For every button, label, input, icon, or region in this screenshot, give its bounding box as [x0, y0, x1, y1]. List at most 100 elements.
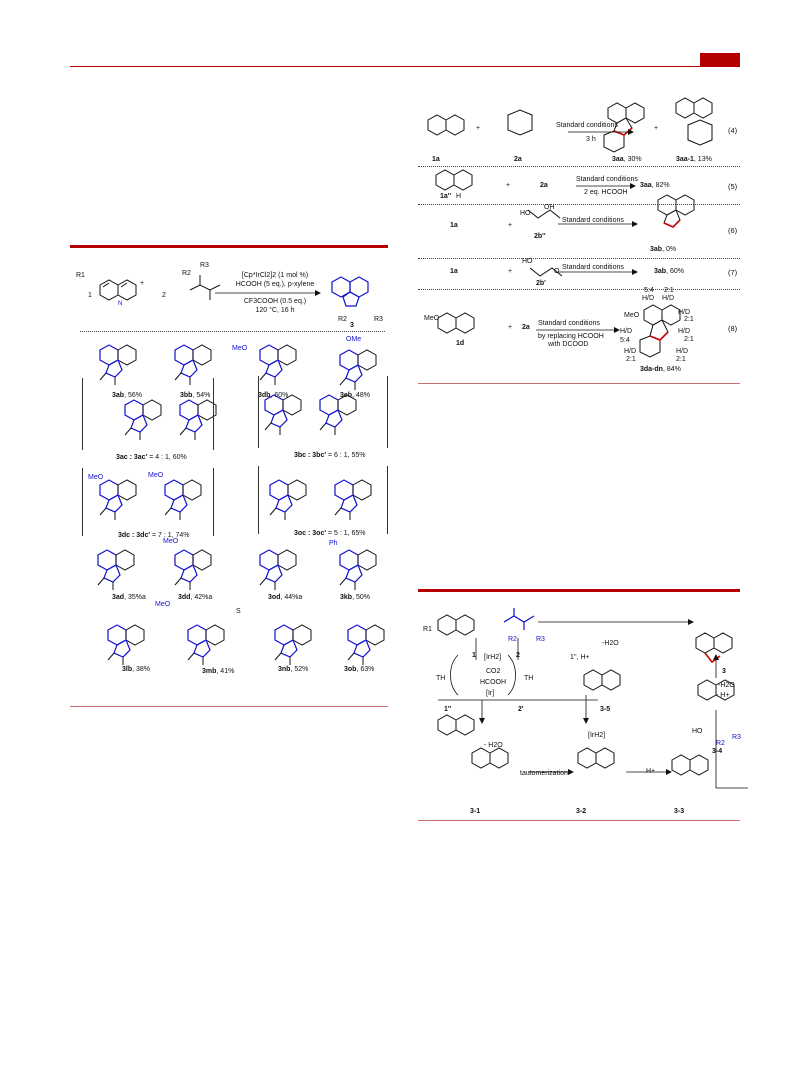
label-3ab: 3ab, 56% — [112, 392, 142, 399]
label-3ad: 3ad, 35%a — [112, 594, 146, 601]
eq5-conditions: Standard conditions — [576, 176, 638, 183]
label-3dc: 3dc : 3dc' = 7 : 1, 74% — [118, 532, 190, 539]
eq7-conditions: Standard conditions — [562, 264, 624, 271]
mech-3-1: 3-1 — [470, 808, 481, 815]
eq8-d-14: 2:1 — [676, 356, 686, 363]
meo-3db: MeO — [232, 345, 248, 352]
eq7-o: O — [554, 268, 560, 275]
eq7-1a: 1a — [450, 268, 458, 275]
mech-tautomerization: tautomerization — [520, 770, 568, 777]
eq4-1a: 1a — [432, 156, 440, 163]
mechanism-structures — [437, 608, 748, 789]
eq8-d-9: H/D — [678, 328, 691, 335]
left-scheme-bottom-rule — [70, 706, 388, 707]
eq4-number: (4) — [728, 126, 738, 135]
eq4-plus-2: + — [654, 125, 659, 132]
r1-label: R1 — [76, 272, 85, 279]
eq5-2a: 2a — [540, 182, 548, 189]
bracket-3ac — [82, 378, 214, 450]
eq4-product-2: 3aa-1, 13% — [676, 156, 712, 163]
eq5-divider — [418, 204, 740, 205]
eq4-conditions: Standard conditions — [556, 122, 618, 129]
label-3bc: 3bc : 3bc' = 6 : 1, 55% — [294, 452, 366, 459]
eq8-d-11: H/D — [624, 348, 637, 355]
bracket-3oc — [258, 466, 388, 534]
eq6-oh: OH — [544, 204, 555, 211]
mech-r2: R2 — [508, 636, 517, 643]
plus-sign: + — [140, 280, 145, 287]
eq8-cond-2: by replacing HCOOH — [538, 333, 604, 340]
meo-3dc-prime: MeO — [148, 472, 164, 479]
mech-2: 2 — [516, 652, 520, 659]
label-3mb: 3mb, 41% — [202, 668, 235, 675]
eq7-divider — [418, 289, 740, 290]
eq8-d-8: 5:4 — [620, 337, 630, 344]
eq8-2a: 2a — [522, 324, 530, 331]
header-tab — [700, 53, 740, 67]
right-equations-structures — [427, 97, 713, 358]
mech-3: 3 — [722, 668, 726, 675]
eq5-plus: + — [506, 182, 511, 189]
mech-1dp-h: 1'', H+ — [570, 654, 590, 661]
meo-3dc: MeO — [88, 474, 104, 481]
eq8-d-13: 2:1 — [626, 356, 636, 363]
label-3od: 3od, 44%a — [268, 594, 303, 601]
mech-h2o-2: - H2O — [484, 742, 503, 749]
product-r3-label: R3 — [374, 316, 383, 323]
eq8-d-10: 2:1 — [684, 336, 694, 343]
eq8-d-12: H/D — [676, 348, 689, 355]
eq8-d-2: 2:1 — [664, 287, 674, 294]
label-3nb: 3nb, 52% — [278, 666, 309, 673]
mech-2-prime: 2' — [518, 706, 524, 713]
mech-3-3: 3-3 — [674, 808, 685, 815]
mech-h-plus: H+ — [646, 768, 656, 775]
eq8-product: 3da-dn, 84% — [640, 366, 681, 373]
mech-co2: CO2 — [486, 668, 501, 675]
conditions-1: [Cp*IrCl2]2 (1 mol %) — [241, 272, 309, 279]
scheme-divider — [80, 331, 385, 332]
header-rule — [70, 66, 740, 67]
eq8-cond-1: Standard conditions — [538, 320, 600, 327]
eq8-meo-product: MeO — [624, 312, 640, 319]
eq4-plus: + — [476, 125, 481, 132]
reagent-1-label: 1 — [88, 292, 92, 299]
right-top-bottom-rule — [418, 383, 740, 384]
eq7-product: 3ab, 60% — [654, 268, 684, 275]
mech-3-5: 3-5 — [600, 706, 611, 713]
mech-r3: R3 — [536, 636, 545, 643]
eq8-1d: 1d — [456, 340, 465, 347]
eq5-number: (5) — [728, 182, 738, 191]
eq4-time: 3 h — [586, 136, 596, 143]
label-3ac: 3ac : 3ac' = 4 : 1, 60% — [116, 454, 187, 461]
label-3dd: 3dd, 42%a — [178, 594, 213, 601]
mech-h2o-3: -H2O — [718, 682, 735, 689]
mech-r1: R1 — [423, 626, 432, 633]
mech-th-2: TH — [524, 675, 534, 682]
mech-h-minus: - H+ — [716, 692, 730, 699]
ph-3kb: Ph — [329, 540, 338, 547]
mech-ho: HO — [692, 728, 703, 735]
eq4-product-1: 3aa, 30% — [612, 156, 642, 163]
eq4-divider — [418, 166, 740, 167]
product-r2-label: R2 — [338, 316, 347, 323]
product-3-label: 3 — [350, 322, 354, 329]
conditions-3: CF3COOH (0.5 eq.) — [243, 298, 307, 305]
label-3ob: 3ob, 63% — [344, 666, 375, 673]
eq8-meo: MeO — [424, 315, 440, 322]
eq5-nh: H — [456, 193, 462, 200]
eq8-d-7: H/D — [620, 328, 633, 335]
eq7-number: (7) — [728, 268, 738, 277]
eq8-d-6: 2:1 — [684, 316, 694, 323]
mech-th-1: TH — [436, 675, 446, 682]
eq8-d-4: H/D — [662, 295, 675, 302]
eq6-plus: + — [508, 222, 513, 229]
eq8-d-3: H/D — [642, 295, 655, 302]
mech-r2-b: R2 — [716, 740, 725, 747]
mech-irh2-2: [IrH2] — [588, 732, 606, 739]
eq6-ho: HO — [520, 210, 531, 217]
eq5-product: 3aa, 82% — [640, 182, 670, 189]
mech-r3-b: R3 — [732, 734, 741, 741]
eq5-hcooh: 2 eq. HCOOH — [584, 189, 628, 196]
eq6-divider — [418, 258, 740, 259]
svg-text:N: N — [118, 301, 122, 307]
